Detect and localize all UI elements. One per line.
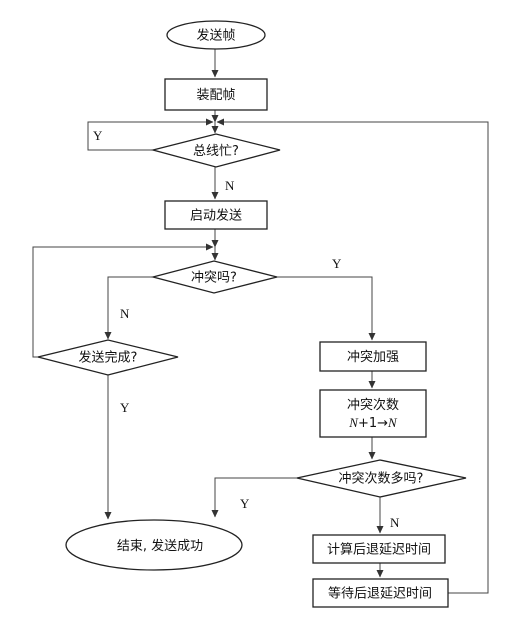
label-toomany-yes: Y bbox=[240, 496, 250, 511]
node-calc-backoff: 计算后退延迟时间 bbox=[312, 534, 446, 564]
node-end-label: 结束, 发送成功 bbox=[117, 538, 203, 554]
label-done-yes: Y bbox=[120, 400, 130, 415]
node-bus-busy: 总线忙? bbox=[150, 133, 281, 168]
node-start-send: 启动发送 bbox=[164, 200, 268, 230]
arrow-busy-yes-loop bbox=[87, 118, 214, 151]
node-assemble-label: 装配帧 bbox=[196, 88, 235, 103]
node-start-send-label: 启动发送 bbox=[190, 208, 242, 224]
node-too-many: 冲突次数多吗? bbox=[296, 459, 467, 498]
connectors bbox=[32, 49, 489, 594]
formula-n-1: N bbox=[348, 415, 359, 430]
node-end: 结束, 发送成功 bbox=[65, 519, 243, 571]
node-send-done-label: 发送完成? bbox=[79, 350, 138, 366]
node-jam: 冲突加强 bbox=[319, 341, 427, 372]
label-busy-no: N bbox=[225, 178, 235, 193]
node-wait-backoff-label: 等待后退延迟时间 bbox=[328, 586, 432, 602]
node-calc-backoff-label: 计算后退延迟时间 bbox=[327, 543, 431, 558]
node-collision-label: 冲突吗? bbox=[191, 270, 237, 286]
arrow-collision-no bbox=[104, 276, 153, 340]
node-collision-count-label: 冲突次数 bbox=[347, 397, 399, 413]
arrow-toomany-yes bbox=[211, 477, 297, 518]
node-send-done: 发送完成? bbox=[37, 339, 179, 376]
node-bus-busy-label: 总线忙? bbox=[193, 144, 239, 159]
arrow-collision-yes bbox=[277, 276, 376, 341]
node-collision: 冲突吗? bbox=[150, 260, 278, 294]
node-wait-backoff: 等待后退延迟时间 bbox=[312, 578, 449, 608]
label-collision-yes: Y bbox=[332, 256, 342, 271]
node-collision-count: 冲突次数 N+1→N bbox=[319, 389, 427, 438]
label-toomany-no: N bbox=[390, 515, 400, 530]
formula-n-2: N bbox=[387, 415, 398, 430]
arrow-wait-loop-back bbox=[216, 118, 489, 594]
node-assemble: 装配帧 bbox=[164, 78, 268, 111]
label-busy-yes: Y bbox=[93, 128, 103, 143]
formula-plus-one: +1→ bbox=[358, 416, 388, 431]
node-collision-count-formula: N+1→N bbox=[348, 415, 398, 431]
node-start-label: 发送帧 bbox=[196, 28, 235, 44]
label-collision-no: N bbox=[120, 306, 130, 321]
arrow-done-no-loop bbox=[32, 243, 214, 358]
node-jam-label: 冲突加强 bbox=[347, 349, 399, 365]
branch-labels: Y N Y N Y Y N bbox=[93, 128, 400, 530]
node-too-many-label: 冲突次数多吗? bbox=[339, 471, 424, 487]
node-start: 发送帧 bbox=[166, 20, 266, 50]
